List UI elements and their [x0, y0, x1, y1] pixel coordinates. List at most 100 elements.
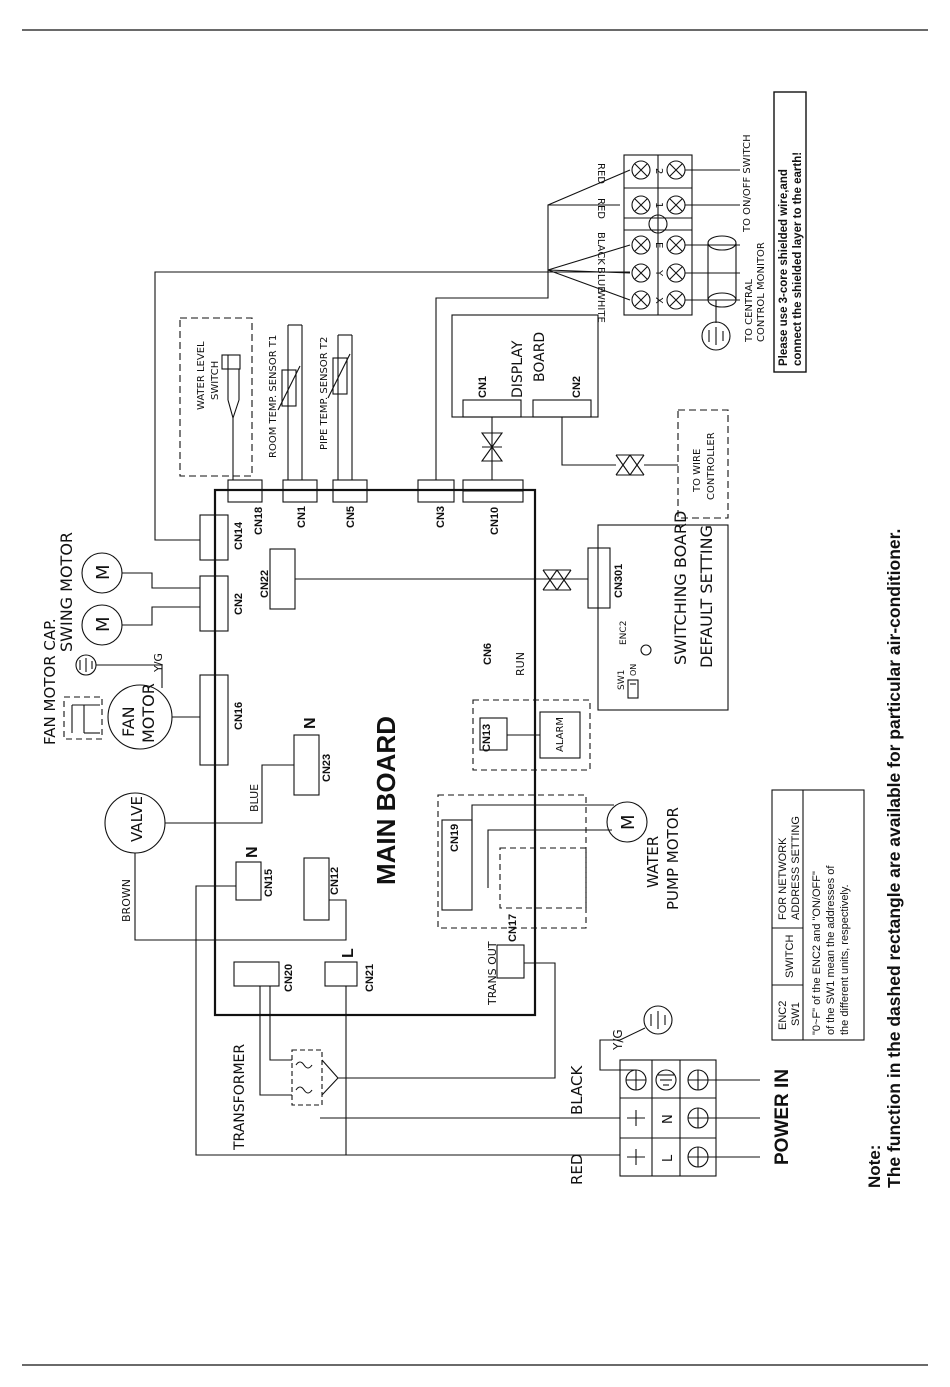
cn10-label: CN10	[489, 507, 501, 535]
n-mark-1: N	[302, 717, 319, 729]
n-mark-2: N	[244, 846, 261, 858]
water-pump-label-2: PUMP MOTOR	[664, 807, 682, 910]
main-board-title: MAIN BOARD	[371, 716, 401, 885]
power-in-label: POWER IN	[772, 1069, 793, 1165]
cn19-connector	[441, 819, 473, 911]
cn14-label: CN14	[233, 521, 245, 550]
swing-motor-m1: M	[93, 564, 114, 580]
cn20-connector	[233, 961, 280, 987]
display-board	[451, 314, 599, 418]
table-sw1: SW1	[790, 1002, 802, 1026]
fan-motor-label-1: FAN	[119, 706, 138, 737]
cn12-label: CN12	[329, 867, 341, 895]
room-temp-sensor	[281, 369, 297, 407]
swing-motor-label: SWING MOTOR	[57, 532, 76, 652]
tb-black: BLACK	[595, 232, 606, 265]
transformer-label: TRANSFORMER	[232, 1044, 248, 1151]
tb-on-off-switch: TO ON/OFF SWITCH	[742, 134, 753, 233]
cn15-connector	[235, 861, 262, 901]
cn13-label: CN13	[481, 724, 493, 752]
red-label: RED	[568, 1154, 586, 1185]
cn5-label: CN5	[345, 506, 357, 528]
water-level-box	[179, 317, 253, 477]
pump-m: M	[618, 814, 639, 830]
cn3-label: CN3	[435, 506, 447, 528]
cn18-label: CN18	[253, 507, 265, 535]
water-level-label-2: SWITCH	[210, 361, 221, 400]
switch-table	[771, 789, 865, 1041]
yg-label-1: Y/G	[152, 653, 165, 673]
tb-white: WHITE	[595, 290, 606, 323]
terminal-n: N	[661, 1114, 676, 1124]
display-board-label-2: BOARD	[532, 332, 548, 382]
display-board-label-1: DISPLAY	[510, 340, 526, 398]
cn15-label: CN15	[263, 869, 275, 897]
pipe-temp-sensor	[332, 357, 348, 395]
display-cn2	[532, 399, 592, 418]
cn21-connector	[324, 961, 358, 987]
cn16-connector	[199, 674, 229, 766]
table-note-1: "0~F" of the ENC2 and "ON/OFF"	[811, 871, 823, 1035]
brown-label: BROWN	[120, 879, 133, 922]
cn5-connector	[332, 479, 368, 503]
cn301-connector	[587, 547, 611, 609]
tb-central-2: CONTROL MONITOR	[756, 242, 767, 342]
cn19-label: CN19	[449, 824, 461, 852]
table-enc2: ENC2	[777, 1001, 789, 1030]
main-board	[213, 488, 537, 1017]
note-text: The function in the dashed rectangle are…	[884, 529, 904, 1188]
blue-label: BLUE	[248, 784, 261, 812]
alarm-box	[539, 711, 581, 759]
to-wire-controller-2: CONTROLLER	[706, 432, 717, 500]
cn10-display-link	[480, 432, 504, 462]
tb-x: X	[653, 297, 664, 304]
table-note-3: the different units, respectively.	[839, 884, 851, 1035]
cn14-connector	[199, 514, 229, 561]
alarm-dashed-box	[472, 699, 591, 771]
black-label: BLACK	[568, 1065, 586, 1115]
cn17-label: CN17	[507, 914, 519, 942]
water-pump-dashed-box	[437, 794, 587, 929]
table-switch: SWITCH	[784, 935, 796, 978]
shield-note-line-1: Please use 3-core shielded wire,and	[778, 169, 790, 366]
on-label: ON	[629, 664, 638, 676]
cn16-label: CN16	[233, 702, 245, 730]
water-pump-motor[interactable]	[606, 801, 648, 843]
tb-red-1: RED	[595, 163, 606, 184]
cn2-connector	[199, 575, 229, 632]
tb-red-2: RED	[595, 198, 606, 219]
fan-motor-cap-label: FAN MOTOR CAP.	[41, 618, 59, 745]
fan-motor-label-2: MOTOR	[139, 683, 158, 743]
sw1-label: SW1	[617, 670, 627, 690]
display-cn1-label: CN1	[477, 376, 489, 398]
switching-board-label-1: SWITCHING BOARD	[671, 511, 690, 665]
cn20-label: CN20	[283, 964, 295, 992]
note-title: Note:	[865, 1145, 884, 1188]
cn13-connector	[479, 717, 508, 751]
alarm-label: ALARM	[555, 717, 566, 752]
table-network: FOR NETWORK	[777, 837, 789, 920]
display-cn2-label: CN2	[571, 376, 583, 398]
l-mark: L	[340, 948, 357, 958]
tb-1: 1	[653, 202, 664, 208]
room-temp-label: ROOM TEMP. SENSOR T1	[268, 335, 279, 458]
tb-e: E	[653, 242, 664, 248]
cn18-connector	[227, 479, 263, 503]
swing-motor-m2: M	[93, 616, 114, 632]
run-label: RUN	[514, 652, 527, 676]
switching-board-label-2: DEFAULT SETTING	[697, 525, 716, 668]
cn6-label: CN6	[482, 643, 494, 665]
shield-note-line-2: connect the shielded layer to the earth!	[792, 152, 804, 366]
cn1-connector	[282, 479, 318, 503]
cn1-label: CN1	[296, 506, 308, 528]
trans-out-label: TRANS OUT	[486, 941, 499, 1006]
water-level-label-1: WATER LEVEL	[196, 341, 207, 410]
to-wire-controller-box	[677, 409, 729, 519]
cn21-label: CN21	[364, 964, 376, 992]
transformer	[291, 1049, 323, 1106]
cn23-connector	[293, 734, 320, 796]
tb-2: 2	[653, 168, 664, 174]
cn2-label: CN2	[233, 593, 245, 615]
table-note-2: of the SW1 mean the addresses of	[825, 865, 837, 1035]
